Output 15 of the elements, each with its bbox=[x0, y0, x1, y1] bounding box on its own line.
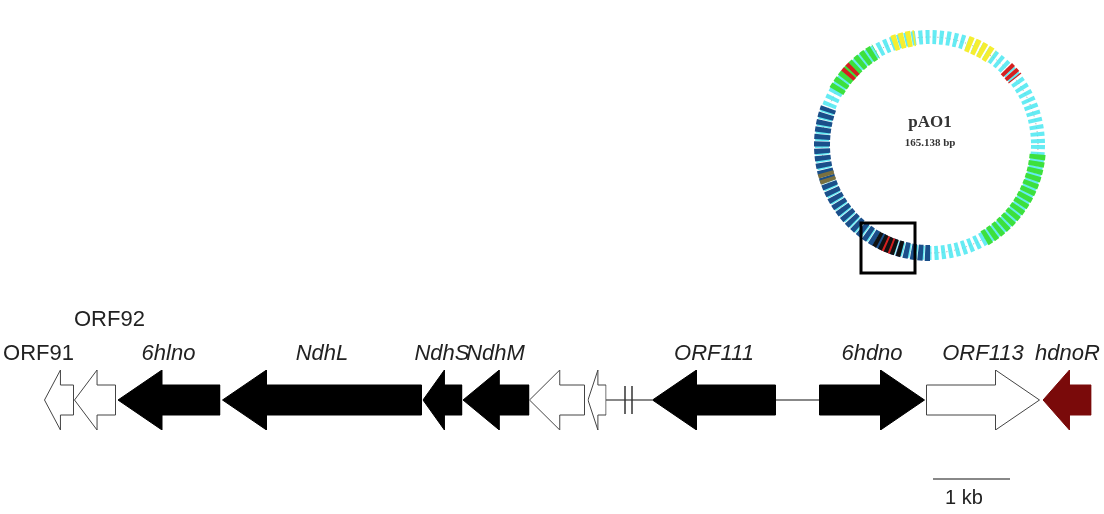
gene-label: 6hlno bbox=[141, 340, 196, 366]
connector-line bbox=[605, 399, 653, 401]
scale-label: 1 kb bbox=[945, 486, 983, 509]
gene-label: NdhL bbox=[295, 340, 349, 366]
plasmid-size: 165.138 bp bbox=[903, 136, 957, 148]
gene-label: 6hdno bbox=[841, 340, 903, 366]
gene-label: ORF113 bbox=[942, 340, 1024, 366]
gene-label: hdnoR bbox=[1035, 340, 1100, 366]
gene-feature bbox=[587, 370, 606, 430]
gene-feature bbox=[529, 370, 585, 430]
gene-label: ORF92 bbox=[74, 306, 145, 332]
gene-label: ORF111 bbox=[674, 340, 754, 366]
plasmid-name: pAO1 bbox=[907, 112, 953, 132]
connector-line bbox=[775, 399, 820, 401]
gene-label: ORF91 bbox=[3, 340, 74, 366]
